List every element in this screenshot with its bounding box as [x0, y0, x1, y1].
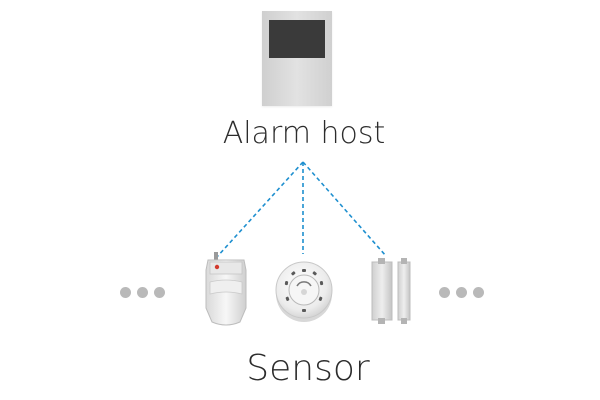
- alarm-host-screen: [269, 20, 325, 58]
- pir-motion-sensor-icon: [205, 252, 247, 326]
- smoke-detector-icon: [275, 261, 333, 322]
- sensor-label: Sensor: [246, 348, 370, 389]
- host-label: Alarm host: [222, 116, 386, 151]
- link-to-door-contact: [302, 161, 387, 257]
- door-magnetic-contact-icon: [371, 258, 411, 324]
- link-to-pir-sensor: [215, 161, 304, 259]
- ellipsis-icon: [439, 287, 484, 299]
- alarm-host-panel-icon: [262, 11, 332, 106]
- ellipsis-icon: [120, 287, 165, 299]
